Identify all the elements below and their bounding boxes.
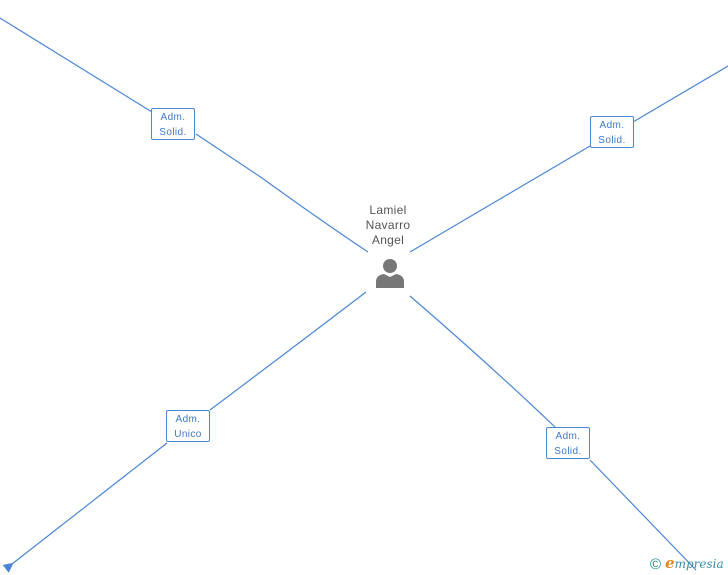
role-line1: Adm. — [555, 431, 581, 442]
role-box-adm-solid-top-right[interactable]: Adm. Solid. — [590, 116, 634, 148]
role-line1: Adm. — [175, 414, 201, 425]
edge-top-left — [0, 17, 153, 113]
edge-top-right — [632, 65, 728, 123]
person-name[interactable]: Lamiel Navarro Angel — [338, 203, 438, 248]
copyright-icon: © — [650, 555, 662, 573]
person-icon[interactable] — [374, 258, 406, 288]
person-name-line1: Lamiel — [369, 203, 407, 217]
copyright-footer: © empresia — [650, 555, 724, 573]
role-line2: Solid. — [598, 135, 626, 146]
role-box-adm-unico-bottom-left[interactable]: Adm. Unico — [166, 410, 210, 442]
role-box-adm-solid-bottom-right[interactable]: Adm. Solid. — [546, 427, 590, 459]
role-line2: Unico — [174, 429, 202, 440]
brand-initial: e — [665, 554, 675, 572]
person-name-line2: Navarro — [365, 218, 411, 232]
brand-rest: mpresia — [674, 557, 724, 571]
role-line1: Adm. — [599, 120, 625, 131]
role-line1: Adm. — [160, 112, 186, 123]
edge-bottom-left-arrow — [2, 442, 168, 573]
edge-top-left-inner — [195, 133, 369, 253]
edge-bottom-right — [589, 459, 697, 571]
role-line2: Solid. — [159, 127, 187, 138]
person-name-line3: Angel — [371, 233, 405, 247]
edge-bottom-right-inner — [409, 295, 557, 429]
edge-bottom-left-inner — [209, 291, 367, 411]
role-line2: Solid. — [554, 446, 582, 457]
role-box-adm-solid-top-left[interactable]: Adm. Solid. — [151, 108, 195, 140]
edge-top-right-inner — [409, 145, 591, 253]
brand-logo[interactable]: empresia — [665, 556, 724, 572]
